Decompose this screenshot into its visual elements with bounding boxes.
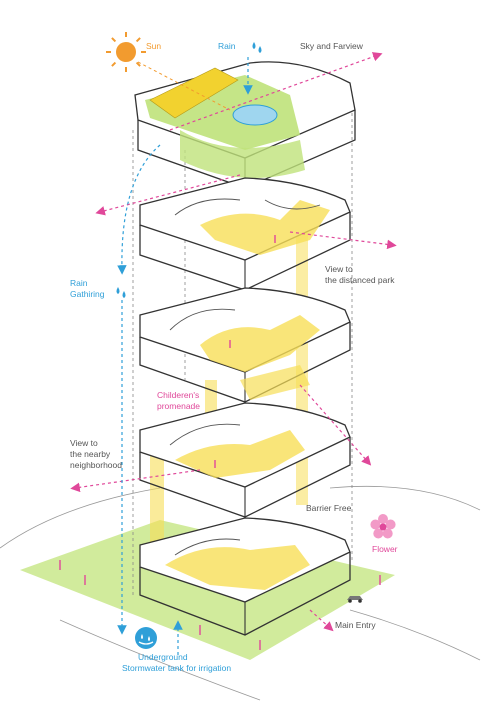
level-3: [139, 177, 351, 291]
level-2: [139, 287, 351, 403]
view-arrows: [70, 52, 397, 632]
arrow-level2-right: [299, 384, 372, 466]
promenade-label-2: promenade: [157, 401, 201, 411]
sun-ray: [137, 61, 231, 111]
sky-farview-label: Sky and Farview: [300, 41, 363, 51]
sun-icon: [106, 32, 146, 72]
view-park-label-2: the distanced park: [325, 275, 395, 285]
promenade-label-1: Childeren's: [157, 390, 200, 400]
arrow-entry: [309, 609, 334, 632]
view-neighborhood-label-2: the nearby: [70, 449, 111, 459]
water-tank-icon: [135, 627, 157, 649]
rain-label: Rain: [218, 41, 236, 51]
rain-gathering-label-1: Rain: [70, 278, 88, 288]
view-park-label-1: View to: [325, 264, 353, 274]
view-neighborhood-label-1: View to: [70, 438, 98, 448]
roof-level: [134, 61, 356, 189]
main-entry-label: Main Entry: [335, 620, 376, 630]
rain-drops-icon: [116, 287, 126, 298]
stormwater-label-2: Stormwater tank for irrigation: [122, 663, 232, 673]
flower-icon: [370, 514, 396, 539]
rain-gathering-label-2: Gathiring: [70, 289, 105, 299]
promenade-shaft-left: [150, 430, 164, 550]
level-1: [139, 402, 351, 518]
rain-flow: [117, 57, 253, 655]
stormwater-label-1: Underground: [138, 652, 188, 662]
arrow-roof-left: [95, 174, 241, 216]
people-markers: [59, 235, 381, 650]
car-icon: [347, 596, 363, 603]
arrow-nearby-neighborhood: [70, 469, 201, 493]
solar-panels: [149, 67, 239, 119]
view-neighborhood-label-3: neighborhood: [70, 460, 122, 470]
flower-label: Flower: [372, 544, 398, 554]
ground-level: [139, 517, 351, 636]
sun-label: Sun: [146, 41, 162, 51]
street-outline: [0, 485, 481, 701]
arrow-sky-farview: [169, 52, 383, 131]
roof-pond: [232, 104, 278, 126]
rain-drops-icon: [252, 42, 262, 53]
arrow-distanced-park: [289, 231, 397, 250]
dashed-guides: [132, 95, 353, 595]
barrier-free-label: Barrier Free: [306, 503, 352, 513]
